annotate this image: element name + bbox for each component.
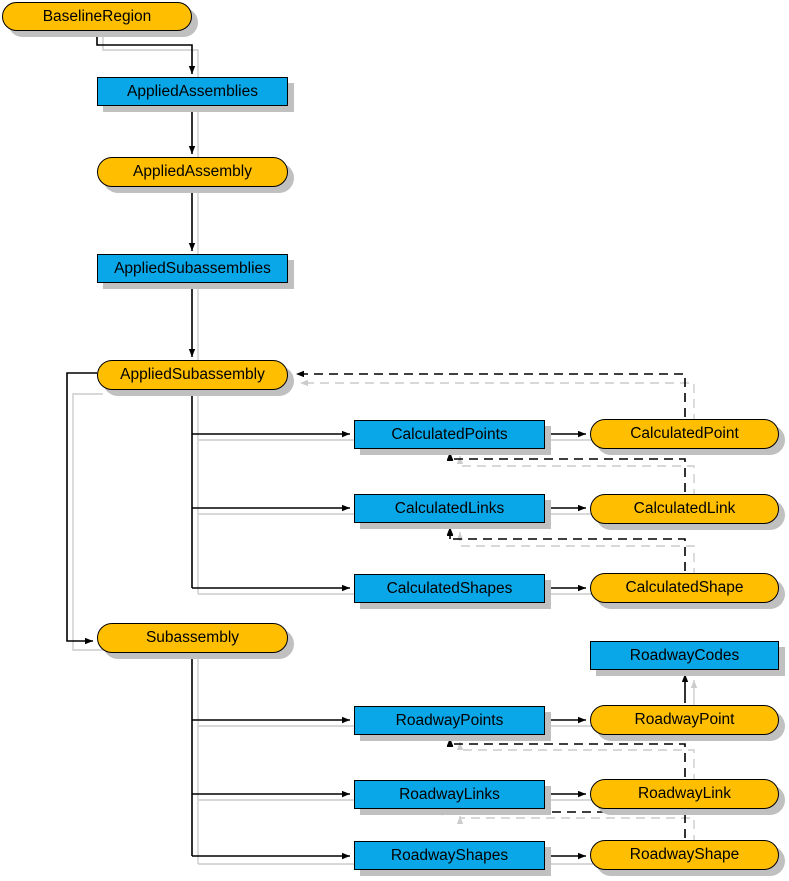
node-calculated-links[interactable]: CalculatedLinks — [354, 494, 545, 523]
node-baseline-region[interactable]: BaselineRegion — [2, 2, 192, 31]
node-label: RoadwayPoint — [634, 711, 735, 729]
node-roadway-links[interactable]: RoadwayLinks — [354, 780, 545, 809]
node-roadway-point[interactable]: RoadwayPoint — [590, 705, 779, 735]
node-label: RoadwayShapes — [390, 846, 509, 864]
node-calculated-shape[interactable]: CalculatedShape — [590, 573, 779, 603]
node-label: RoadwayLink — [637, 785, 732, 803]
node-roadway-shape[interactable]: RoadwayShape — [590, 840, 779, 870]
node-label: RoadwayShape — [629, 846, 740, 864]
node-label: RoadwayLinks — [399, 785, 500, 803]
node-label: CalculatedLinks — [394, 499, 505, 517]
node-subassembly[interactable]: Subassembly — [97, 623, 288, 653]
node-calculated-points[interactable]: CalculatedPoints — [354, 420, 545, 449]
node-roadway-codes[interactable]: RoadwayCodes — [590, 641, 779, 670]
node-applied-assembly[interactable]: AppliedAssembly — [97, 157, 288, 187]
node-applied-subassemblies[interactable]: AppliedSubassemblies — [97, 254, 288, 283]
node-label: AppliedSubassemblies — [114, 259, 271, 277]
node-label: RoadwayPoints — [395, 711, 504, 729]
node-calculated-link[interactable]: CalculatedLink — [590, 494, 779, 524]
node-roadway-link[interactable]: RoadwayLink — [590, 779, 779, 809]
node-label: RoadwayCodes — [629, 646, 740, 664]
node-label: CalculatedPoints — [391, 425, 508, 443]
node-calculated-point[interactable]: CalculatedPoint — [590, 419, 779, 449]
node-label: AppliedSubassembly — [120, 366, 265, 384]
node-label: Subassembly — [145, 629, 240, 647]
node-label: CalculatedShape — [625, 579, 744, 597]
node-label: AppliedAssemblies — [127, 82, 258, 100]
node-roadway-points[interactable]: RoadwayPoints — [354, 706, 545, 735]
node-applied-assemblies[interactable]: AppliedAssemblies — [97, 77, 288, 106]
node-applied-subassembly[interactable]: AppliedSubassembly — [97, 360, 288, 390]
node-label: BaselineRegion — [42, 7, 152, 25]
node-label: AppliedAssembly — [133, 163, 252, 181]
node-label: CalculatedLink — [633, 500, 736, 518]
node-label: CalculatedShapes — [386, 579, 513, 597]
node-calculated-shapes[interactable]: CalculatedShapes — [354, 574, 545, 603]
node-label: CalculatedPoint — [630, 425, 739, 443]
node-roadway-shapes[interactable]: RoadwayShapes — [354, 841, 545, 870]
